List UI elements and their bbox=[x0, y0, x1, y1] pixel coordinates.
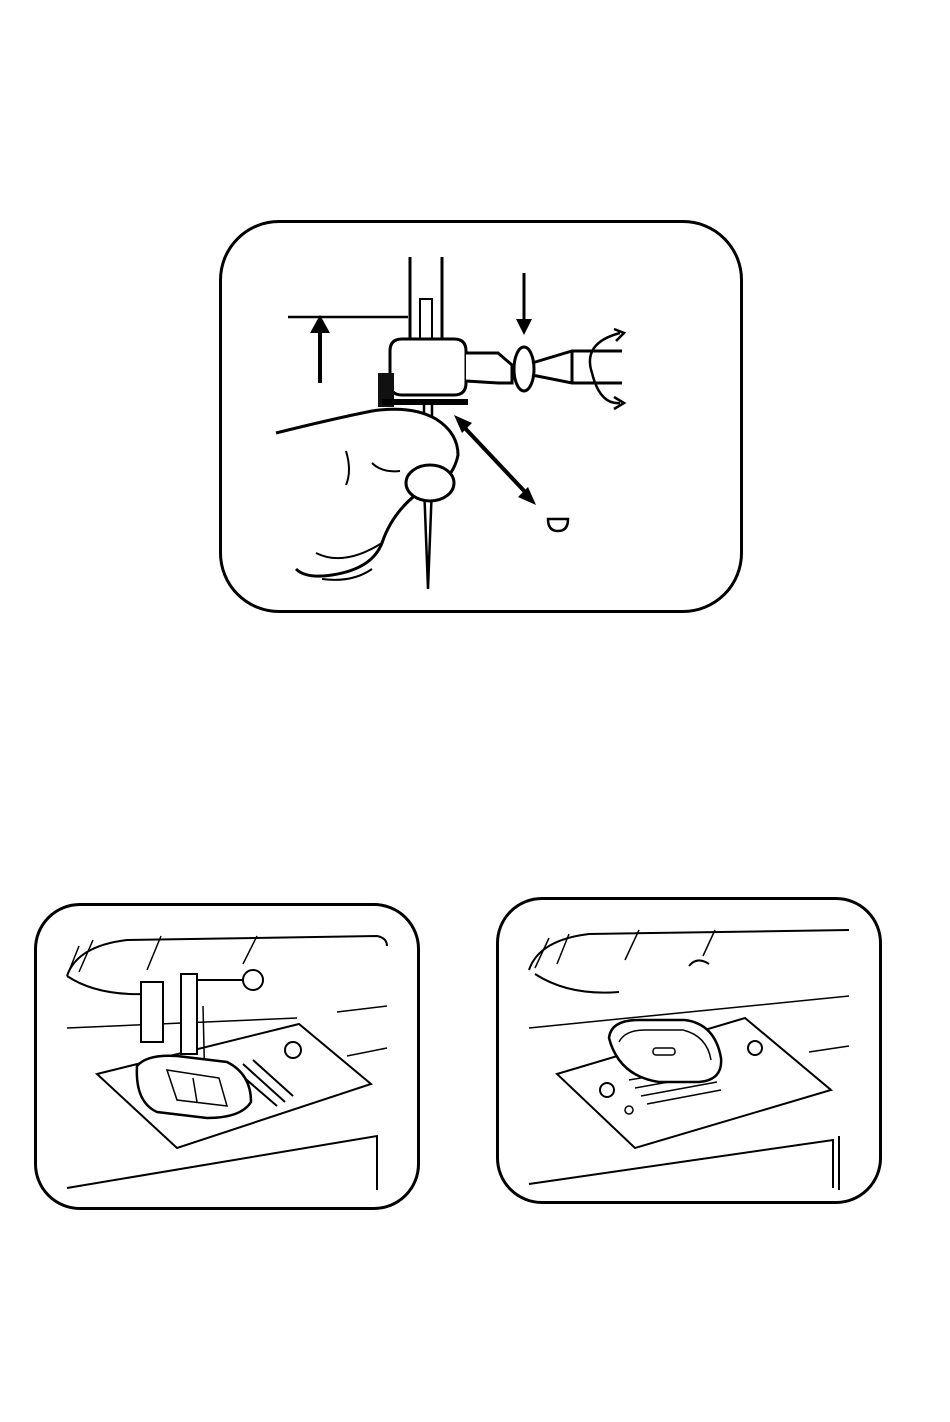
plate-screw bbox=[285, 1042, 301, 1058]
plate-screw-left bbox=[600, 1083, 614, 1097]
rotation-arrow bbox=[590, 333, 620, 403]
needle-clamp bbox=[141, 982, 163, 1042]
head-notch bbox=[689, 960, 709, 966]
machine-head bbox=[529, 930, 849, 970]
bed-front bbox=[67, 1136, 377, 1188]
needle-plate-cover-illustration bbox=[499, 900, 879, 1201]
thumb bbox=[406, 465, 454, 501]
needle-bar bbox=[410, 257, 442, 345]
presser-foot-illustration bbox=[37, 906, 417, 1207]
needle-plate-cover-figure bbox=[496, 897, 882, 1204]
thumb-screw bbox=[243, 970, 263, 990]
screw-head bbox=[514, 347, 534, 391]
bed-edge-mid bbox=[347, 1048, 387, 1056]
plate-hole bbox=[625, 1106, 633, 1114]
flat-side-arrow bbox=[462, 425, 528, 495]
bed-edge-back bbox=[337, 1006, 387, 1012]
plate-screw-right bbox=[748, 1041, 762, 1055]
presser-bar bbox=[181, 974, 197, 1054]
presser-foot-figure bbox=[34, 903, 420, 1210]
needle-clamp-screwdriver-illustration bbox=[222, 223, 740, 610]
clamp-bottom bbox=[382, 399, 468, 405]
needle-cross-section bbox=[548, 519, 568, 531]
bed-edge-mid bbox=[809, 1046, 849, 1052]
needle-installation-figure bbox=[219, 220, 743, 613]
screwdriver bbox=[532, 351, 622, 383]
clamp-screw bbox=[466, 353, 512, 383]
needle-clamp bbox=[390, 339, 466, 395]
cover-slot bbox=[653, 1048, 675, 1055]
bed-front bbox=[529, 1140, 833, 1188]
machine-head bbox=[67, 936, 387, 976]
